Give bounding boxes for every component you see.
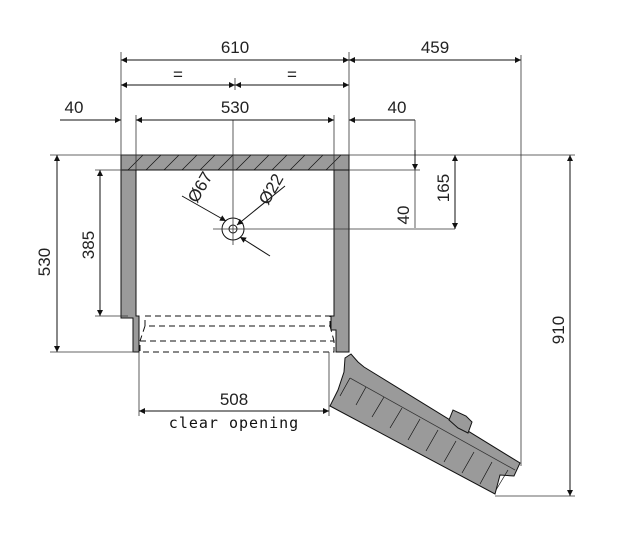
open-door	[329, 353, 521, 495]
dim-text-equal-left: =	[173, 65, 183, 84]
dim-text-530-inner: 530	[221, 98, 249, 117]
dim-text-equal-right: =	[287, 65, 297, 84]
top-wall-hatch	[127, 154, 342, 171]
clear-opening-label: clear opening	[169, 414, 299, 432]
dim-text-40-right: 40	[388, 98, 407, 117]
top-wall	[120, 154, 350, 171]
drain-hole	[181, 120, 455, 257]
open-door-hatch	[339, 377, 509, 491]
door-handle	[448, 409, 473, 434]
left-wall	[120, 169, 140, 353]
dim-text-530-left: 530	[35, 248, 54, 276]
door-closed-outline	[139, 315, 335, 353]
dim-text-508: 508	[220, 390, 248, 409]
dim-text-40-vertical: 40	[394, 206, 413, 225]
extension-lines	[50, 52, 575, 497]
dim-text-385: 385	[79, 231, 98, 259]
dim-text-459: 459	[421, 38, 449, 57]
right-wall	[330, 169, 350, 353]
dim-text-610: 610	[221, 38, 249, 57]
dim-text-hole-large: Ø67	[184, 169, 217, 206]
dim-text-165: 165	[434, 174, 453, 202]
dim-text-40-left: 40	[65, 98, 84, 117]
dim-text-910: 910	[549, 316, 568, 344]
dim-text-hole-small: Ø22	[255, 171, 288, 208]
